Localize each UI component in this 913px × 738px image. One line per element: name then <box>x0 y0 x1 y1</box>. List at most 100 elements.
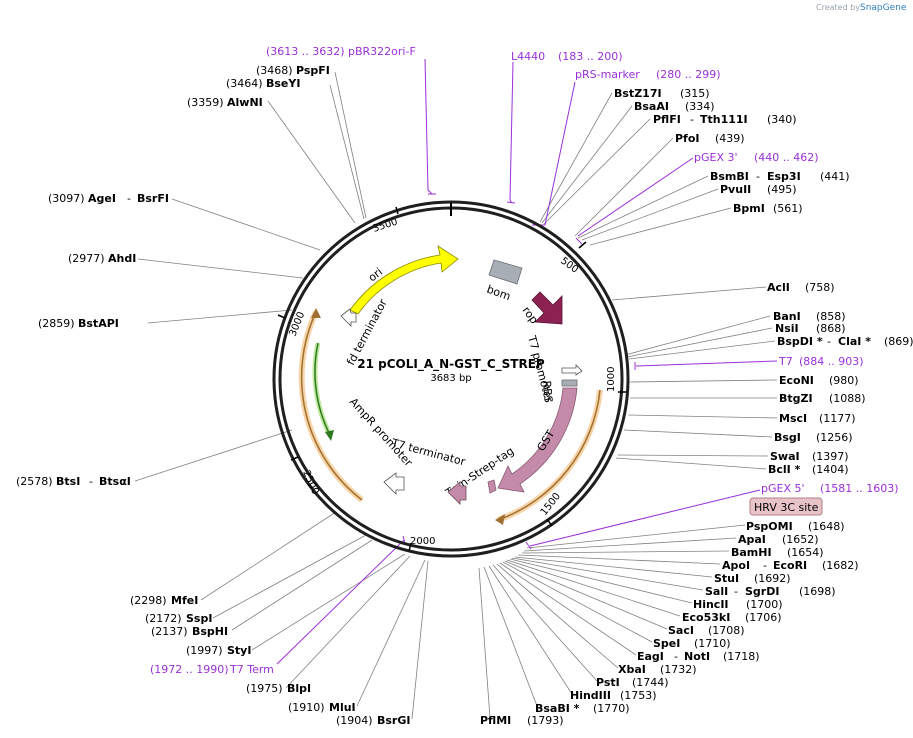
site-sali[interactable]: SalI <box>705 585 728 598</box>
twin-strep-feature[interactable] <box>487 479 497 494</box>
site-apoi[interactable]: ApoI <box>722 559 750 572</box>
site-bsabi[interactable]: BsaBI * <box>535 702 580 715</box>
sites-left: (3468) PspFI (3464) BseYI (3359) AlwNI (… <box>16 64 410 727</box>
gst-feature[interactable] <box>497 387 578 493</box>
site-mlui[interactable]: MluI <box>329 701 356 714</box>
site-bcli[interactable]: BclI * <box>768 463 801 476</box>
site-bsgi[interactable]: BsgI <box>774 431 801 444</box>
site-bstapi[interactable]: BstAPI <box>78 317 119 330</box>
site-pfoi[interactable]: PfoI <box>675 132 700 145</box>
bom-feature[interactable] <box>488 259 523 285</box>
site-bsmbi[interactable]: BsmBI <box>710 170 749 183</box>
site-pos: (2578) <box>16 475 53 488</box>
site-hincii[interactable]: HincII <box>693 598 729 611</box>
site-pflfi[interactable]: PflFI <box>653 113 681 126</box>
site-pos: (1682) <box>822 559 859 572</box>
site-pvuii[interactable]: PvuII <box>720 183 751 196</box>
hrv-3c-box[interactable] <box>749 497 823 516</box>
primer-name-t7term: T7 Term <box>229 663 274 676</box>
site-sep: - <box>756 170 760 183</box>
site-bpmi[interactable]: BpmI <box>733 202 765 215</box>
site-tth111i[interactable]: Tth111I <box>700 113 748 126</box>
site-econi[interactable]: EcoNI <box>779 374 814 387</box>
site-stui[interactable]: StuI <box>714 572 739 585</box>
t7-terminator-feature[interactable] <box>447 481 467 505</box>
site-sgrdi[interactable]: SgrDI <box>745 585 779 598</box>
site-bsrgi[interactable]: BsrGI <box>377 714 410 727</box>
site-bsrfi[interactable]: BsrFI <box>137 192 169 205</box>
rop-label: rop <box>520 304 541 326</box>
credit-prefix: Created by <box>816 3 860 12</box>
rbs-feature[interactable] <box>561 379 578 387</box>
site-pos: (1904) <box>336 714 373 727</box>
site-bstz17i[interactable]: BstZ17I <box>614 87 662 100</box>
primer-name-pgex3: pGEX 3' <box>694 151 738 164</box>
site-pos: (1177) <box>819 412 856 425</box>
primer-name-pgex5: pGEX 5' <box>761 482 805 495</box>
site-btgzi[interactable]: BtgZI <box>779 392 813 405</box>
site-pos: (439) <box>715 132 745 145</box>
site-esp3i[interactable]: Esp3I <box>767 170 801 183</box>
site-agei[interactable]: AgeI <box>88 192 116 205</box>
site-nsii[interactable]: NsiI <box>775 322 799 335</box>
site-eco53ki[interactable]: Eco53kI <box>682 611 730 624</box>
site-pos: (1404) <box>812 463 849 476</box>
site-pos: (340) <box>767 113 797 126</box>
site-pos: (1910) <box>288 701 325 714</box>
green-arc[interactable] <box>314 342 331 436</box>
fd-terminator-feature[interactable] <box>340 308 357 327</box>
site-pos: (2977) <box>68 252 105 265</box>
site-pos: (315) <box>680 87 710 100</box>
site-btsi[interactable]: BtsI <box>56 475 80 488</box>
site-pos: (2298) <box>130 594 167 607</box>
ori-feature[interactable] <box>349 245 459 315</box>
site-pos: (858) <box>816 310 846 323</box>
leader-lines-left <box>134 71 429 720</box>
tick-3000: 3000 <box>288 310 308 338</box>
site-acli[interactable]: AclI <box>767 281 790 294</box>
site-pspomi[interactable]: PspOMI <box>746 520 793 533</box>
site-pos: (3097) <box>48 192 85 205</box>
site-pflmi[interactable]: PflMI <box>480 714 511 727</box>
site-sep: - <box>674 650 678 663</box>
site-psti[interactable]: PstI <box>596 676 620 689</box>
site-alwni[interactable]: AlwNI <box>227 96 263 109</box>
green-arc-bg <box>312 342 333 437</box>
site-blpi[interactable]: BlpI <box>287 682 311 695</box>
site-hindiii[interactable]: HindIII <box>570 689 611 702</box>
site-styi[interactable]: StyI <box>227 644 251 657</box>
site-pspfi[interactable]: PspFI <box>296 64 330 77</box>
site-ahdi[interactable]: AhdI <box>108 252 136 265</box>
site-bsaai[interactable]: BsaAI <box>634 100 669 113</box>
ampr-promoter-feature[interactable] <box>383 472 405 495</box>
site-clai[interactable]: ClaI * <box>838 335 871 348</box>
ampr-arc[interactable] <box>300 311 363 501</box>
site-mfei[interactable]: MfeI <box>171 594 198 607</box>
site-btsai[interactable]: BtsαI <box>99 475 131 488</box>
site-ecori[interactable]: EcoRI <box>773 559 807 572</box>
site-eagi[interactable]: EagI <box>637 650 664 663</box>
cds-arc[interactable] <box>497 389 601 521</box>
site-xbai[interactable]: XbaI <box>618 663 646 676</box>
site-bani[interactable]: BanI <box>773 310 801 323</box>
rop-feature[interactable] <box>531 291 563 325</box>
site-sep: - <box>734 585 738 598</box>
site-pos: (1698) <box>799 585 836 598</box>
site-spei[interactable]: SpeI <box>653 637 680 650</box>
site-noti[interactable]: NotI <box>684 650 710 663</box>
site-pos: (2137) <box>151 625 188 638</box>
t7-promoter-feature[interactable] <box>561 364 583 376</box>
site-bspdi[interactable]: BspDI * <box>777 335 823 348</box>
site-sspi[interactable]: SspI <box>186 612 212 625</box>
site-sep: - <box>827 335 831 348</box>
site-apai[interactable]: ApaI <box>738 533 766 546</box>
site-saci[interactable]: SacI <box>668 624 694 637</box>
site-bsphi[interactable]: BspHI <box>192 625 228 638</box>
site-bamhi[interactable]: BamHI <box>731 546 772 559</box>
primer-range-pgex3: (440 .. 462) <box>754 151 819 164</box>
site-pos: (1793) <box>527 714 564 727</box>
site-msci[interactable]: MscI <box>779 412 807 425</box>
site-bseyi[interactable]: BseYI <box>266 77 300 90</box>
site-pos: (3464) <box>226 77 263 90</box>
site-swai[interactable]: SwaI <box>770 450 800 463</box>
